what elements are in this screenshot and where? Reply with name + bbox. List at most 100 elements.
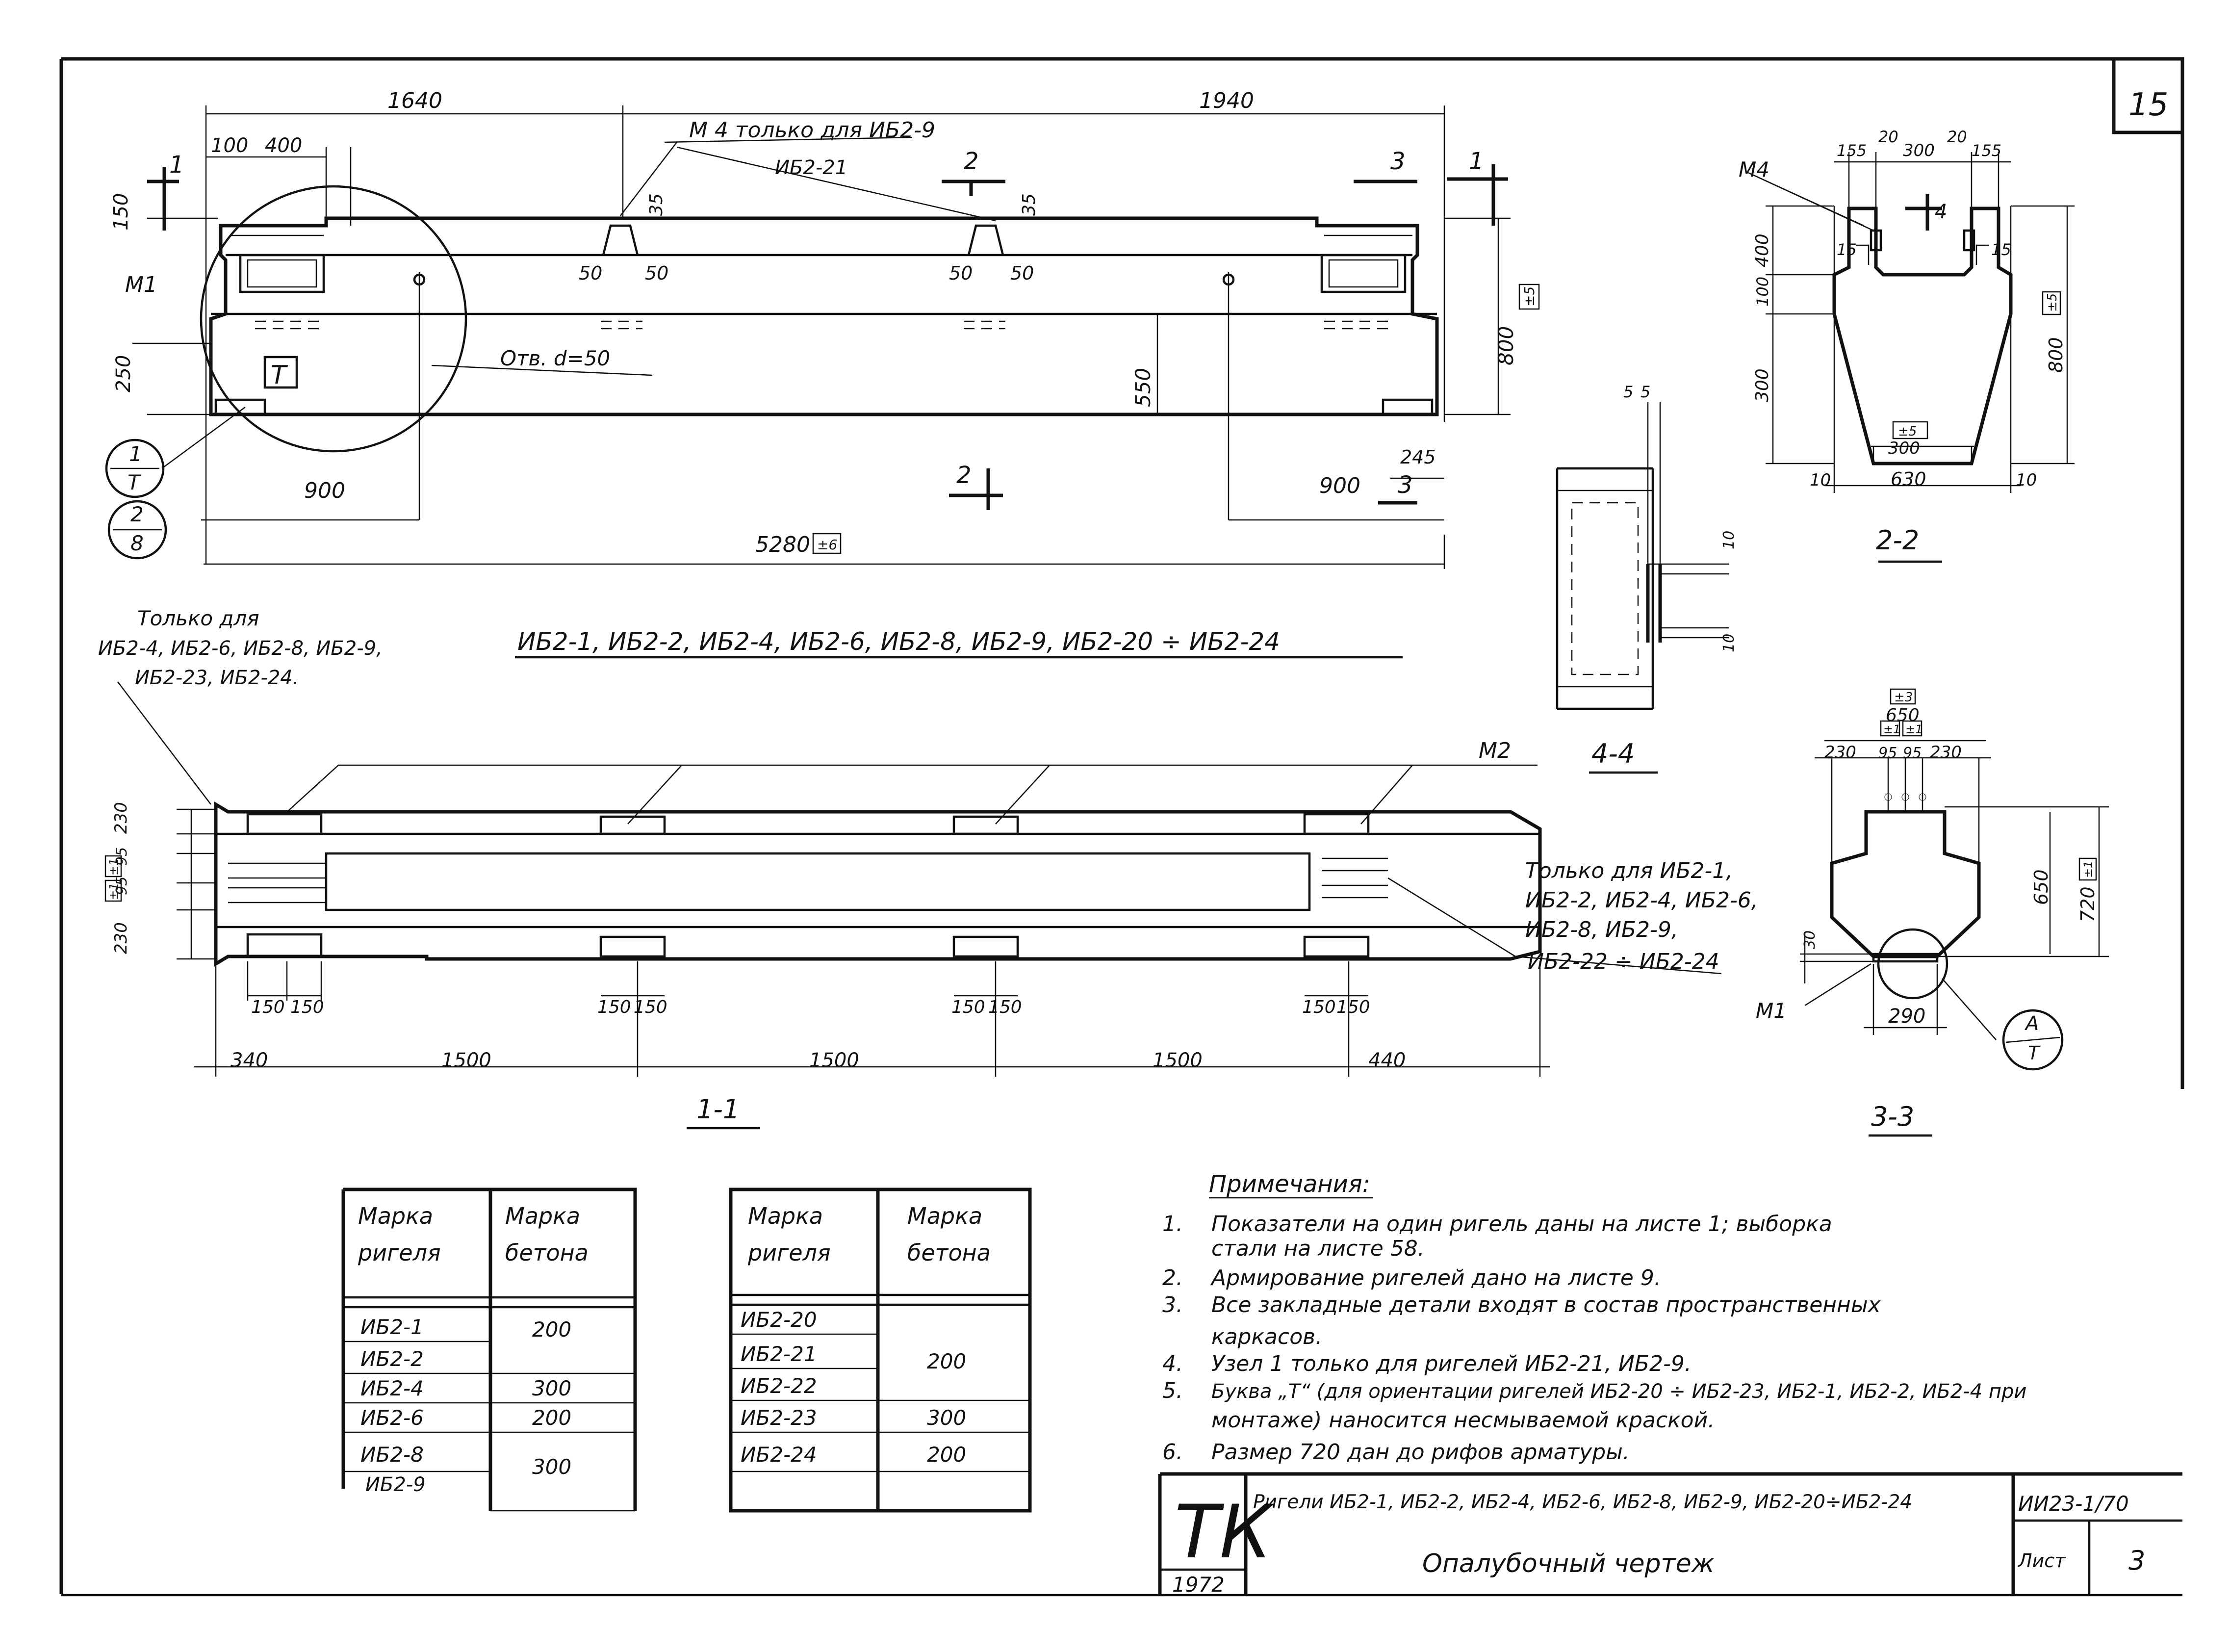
s33-tol-720: ±1 (2081, 861, 2095, 878)
node-bubble-2 (107, 500, 167, 560)
sec-mark-3-top: 3 (1390, 148, 1406, 175)
section-markers (147, 164, 1508, 510)
list-label: Лист (2017, 1550, 2066, 1572)
notes-title: Примечания: (1209, 1170, 1370, 1198)
t1-row2-mark: ИБ2-2 (360, 1347, 424, 1371)
label-m2: М2 (1479, 738, 1511, 763)
s22-sec-4: 4 (1935, 201, 1947, 223)
t2-row1-mark: ИБ2-20 (741, 1308, 817, 1332)
plan-tol-box-b (104, 879, 122, 902)
label-4-4: 4-4 (1591, 738, 1635, 769)
t1-header-mark-1: Марка (358, 1203, 433, 1229)
label-2-2: 2-2 (1876, 525, 1919, 556)
t1-header-concrete-1: Марка (505, 1203, 580, 1229)
plan-dim-150-5: 150 (951, 997, 985, 1017)
t2-header-concrete-1: Марка (907, 1203, 982, 1229)
tol-5280: ±6 (817, 537, 837, 553)
note-6-num: 6. (1162, 1440, 1183, 1465)
title-block (1158, 1472, 2182, 1595)
s22-dim-300: 300 (1903, 141, 1935, 160)
dim-100: 100 (211, 134, 248, 157)
s44-dim-5a: 5 (1623, 383, 1633, 401)
s33-dim-230b: 230 (1930, 743, 1962, 762)
plan-dim-1500-3: 1500 (1153, 1049, 1203, 1072)
sec-mark-1-left: 1 (169, 151, 184, 179)
s33-tol-box-top (1890, 688, 1916, 705)
s22-tol-2: ±5 (1898, 424, 1917, 439)
plan-dim-230b: 230 (111, 922, 131, 954)
dim-250: 250 (112, 355, 135, 392)
concrete-table-1 (341, 1187, 637, 1512)
s33-bubble-top: А (2024, 1012, 2039, 1035)
section-3-3 (1800, 740, 2109, 1137)
plan-dim-150-8: 150 (1336, 997, 1370, 1017)
right-note-1: Только для ИБ2-1, (1525, 858, 1733, 883)
s22-dim-15a: 15 (1837, 240, 1857, 259)
notes-list: 1. Показатели на один ригель даны на лис… (1162, 1212, 2026, 1465)
m4-note-2: ИБ2-21 (775, 156, 847, 179)
title-line: Ригели ИБ2-1, ИБ2-2, ИБ2-4, ИБ2-6, ИБ2-8… (1253, 1491, 1912, 1513)
s22-dim-15b: 15 (1991, 240, 2011, 259)
s22-tol-box-2 (1892, 421, 1928, 439)
note-2-num: 2. (1162, 1265, 1183, 1291)
plan-tol-box-a (104, 855, 122, 878)
s22-dim-155b: 155 (1972, 141, 2001, 160)
sec-mark-2-top: 2 (964, 148, 979, 175)
bubble-1-top: 1 (129, 442, 142, 466)
s22-dim-155a: 155 (1837, 141, 1867, 160)
s44-dim-10b: 10 (1720, 634, 1738, 652)
note-1-line-1: Показатели на один ригель даны на листе … (1211, 1212, 1832, 1237)
s22-dim-20a: 20 (1878, 128, 1898, 146)
s22-dim-300b: 300 (1888, 439, 1920, 458)
note-2-line-1: Армирование ригелей дано на листе 9. (1210, 1265, 1661, 1291)
dim-50a: 50 (579, 262, 602, 284)
series-code: ИИ23-1/70 (2018, 1492, 2129, 1516)
t1-row6-mark: ИБ2-9 (365, 1473, 426, 1496)
dim-35a: 35 (646, 193, 666, 216)
elevation-dimensions (132, 105, 1511, 569)
note-5-line-1: Буква „Т“ (для ориентации ригелей ИБ2-20… (1211, 1380, 2026, 1403)
dim-900a: 900 (304, 478, 345, 503)
sec-mark-1-right: 1 (1469, 148, 1484, 175)
label-1-1: 1-1 (696, 1094, 740, 1125)
s22-dim-10b: 10 (2016, 470, 2037, 490)
note-5-line-2: монтаже) наносится несмываемой краской. (1211, 1408, 1715, 1433)
plan-dim-95b: 95 (113, 877, 130, 895)
plan-dim-1500-1: 1500 (441, 1049, 491, 1072)
t2-row4-concrete: 300 (927, 1406, 966, 1430)
s33-tol-b: ±1 (1905, 723, 1922, 736)
t2-row3-mark: ИБ2-22 (741, 1374, 817, 1398)
t2-row4-mark: ИБ2-23 (741, 1406, 817, 1430)
s33-tol-box-b (1902, 720, 1922, 737)
tol-800: ±5 (1521, 286, 1538, 307)
tol-box-5280 (812, 533, 842, 554)
s33-dim-95a: 95 (1878, 745, 1897, 762)
concrete-table-2 (729, 1187, 1032, 1513)
label-m1: М1 (125, 272, 157, 297)
plan-marks-list: ИБ2-1, ИБ2-2, ИБ2-4, ИБ2-6, ИБ2-8, ИБ2-9… (517, 627, 1280, 656)
s33-tol-a: ±1 (1883, 723, 1900, 736)
s22-dim-800: 800 (2045, 337, 2067, 373)
dim-400: 400 (265, 134, 302, 157)
plan-dim-340: 340 (231, 1049, 268, 1072)
note-3-line-2: каркасов. (1211, 1324, 1322, 1349)
node-bubble-1 (105, 406, 246, 498)
dim-50c: 50 (949, 262, 973, 284)
s33-tol-box-a (1880, 720, 1900, 737)
t1-row1-concrete: 200 (532, 1317, 571, 1342)
plan-note-line-3: ИБ2-23, ИБ2-24. (135, 667, 299, 689)
t2-row5-mark: ИБ2-24 (741, 1443, 817, 1467)
right-note-2: ИБ2-2, ИБ2-4, ИБ2-6, (1525, 888, 1758, 913)
note-6-line-1: Размер 720 дан до рифов арматуры. (1211, 1440, 1630, 1465)
s22-dim-100: 100 (1753, 277, 1772, 307)
s33-tol-top: ±3 (1894, 690, 1913, 705)
t1-row5-mark: ИБ2-8 (360, 1443, 424, 1467)
s44-dim-10a: 10 (1720, 531, 1738, 549)
bubble-2-bottom: 8 (130, 531, 144, 555)
bubble-1-bottom: Т (128, 470, 142, 494)
dim-1640: 1640 (387, 88, 442, 113)
t2-row2-concrete: 200 (927, 1349, 966, 1373)
note-3-num: 3. (1162, 1292, 1183, 1317)
bubble-2-top: 2 (130, 502, 144, 526)
